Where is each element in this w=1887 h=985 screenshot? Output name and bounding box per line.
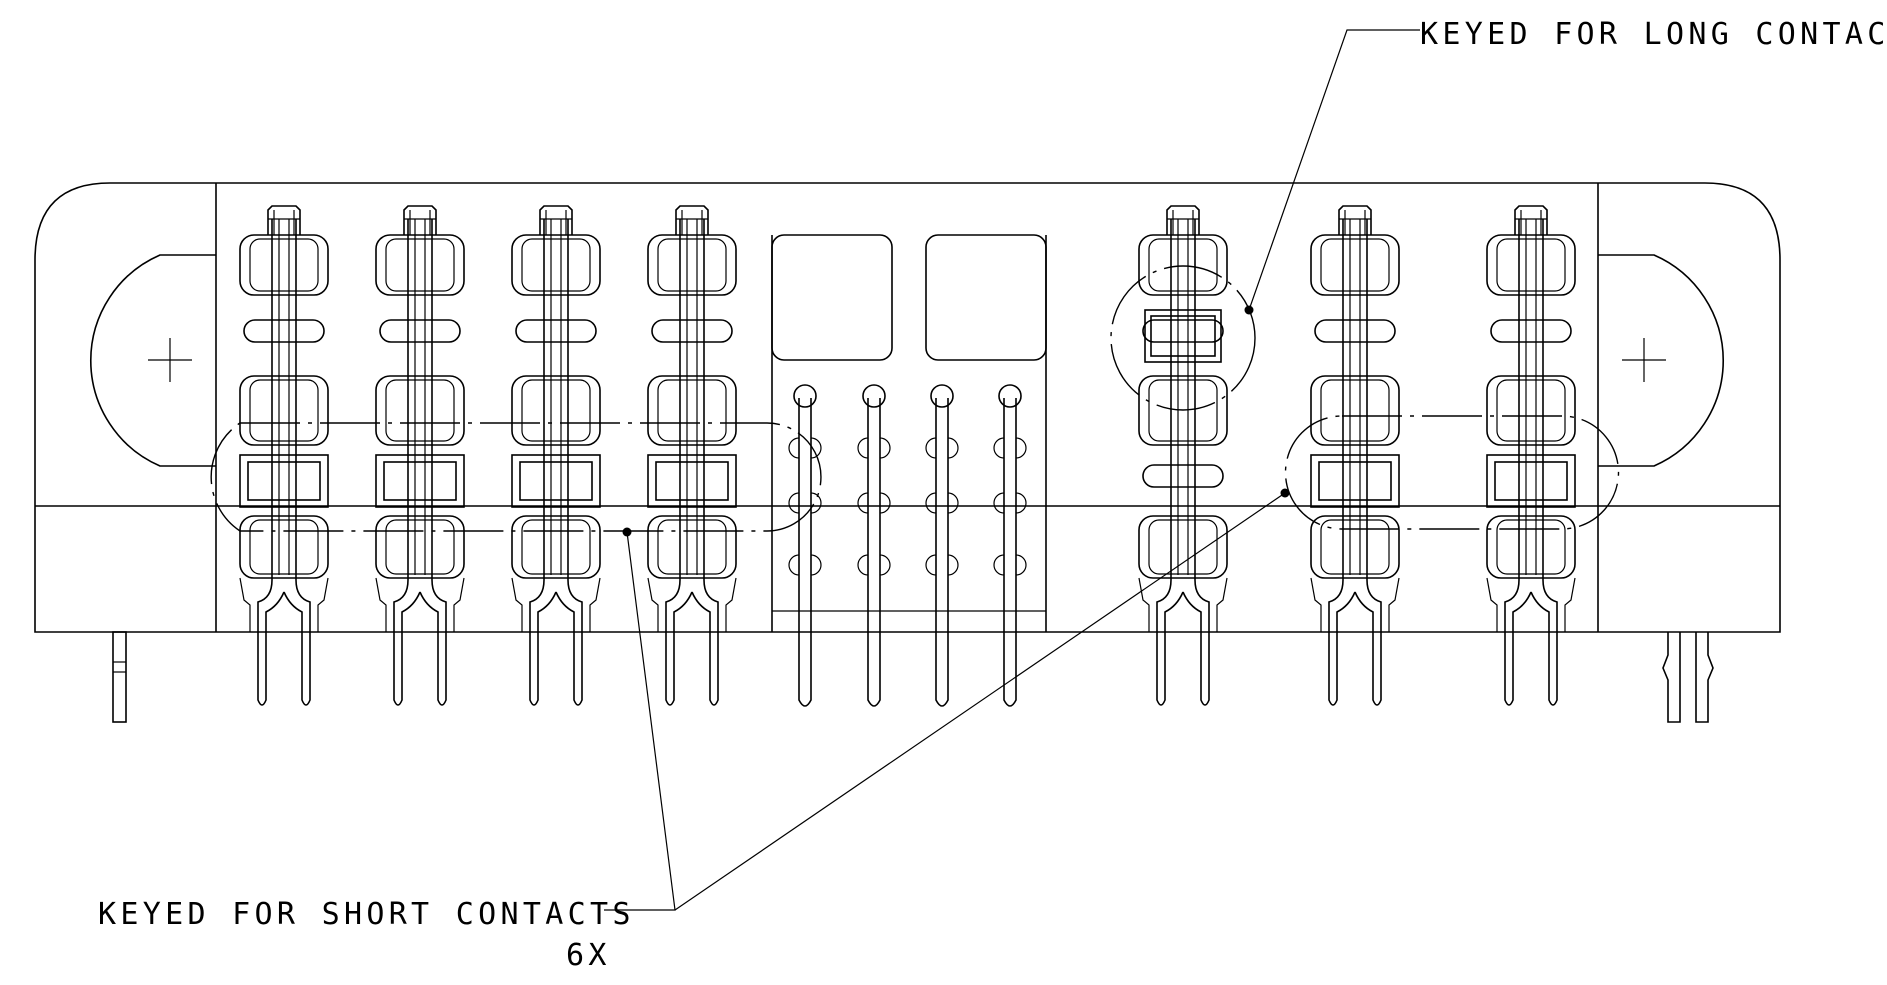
contact-cavity-7 [1486, 205, 1576, 706]
contact-cavity-5 [1138, 205, 1228, 706]
signal-pin-1 [788, 384, 822, 707]
signal-pin-2 [857, 384, 891, 707]
signal-pin-3 [925, 384, 959, 707]
right-board-peg [1662, 632, 1714, 723]
long-contact-callout: KEYED FOR LONG CONTACT [1420, 17, 1887, 52]
long-contact-keying-zone [1110, 265, 1256, 411]
contact-cavity-6 [1310, 205, 1400, 706]
signal-pin-4 [993, 384, 1027, 707]
left-board-peg [112, 631, 127, 723]
right-mounting-ear [1598, 254, 1725, 467]
short-contact-keying-zone-right [1284, 415, 1620, 530]
contact-cavity-2 [375, 205, 465, 706]
short-contacts-quantity: 6X [566, 938, 611, 973]
short-contacts-callout: KEYED FOR SHORT CONTACTS [98, 897, 635, 932]
contact-cavity-3 [511, 205, 601, 706]
connector-housing [34, 182, 1781, 633]
short-contact-keying-zone-left [210, 422, 822, 532]
contact-cavity-1 [239, 205, 329, 706]
callout-leaders [604, 29, 1420, 911]
left-mounting-ear [89, 254, 216, 467]
contact-cavities [239, 205, 1576, 706]
signal-block [771, 234, 1047, 632]
signal-pins [788, 384, 1027, 707]
contact-cavity-4 [647, 205, 737, 706]
